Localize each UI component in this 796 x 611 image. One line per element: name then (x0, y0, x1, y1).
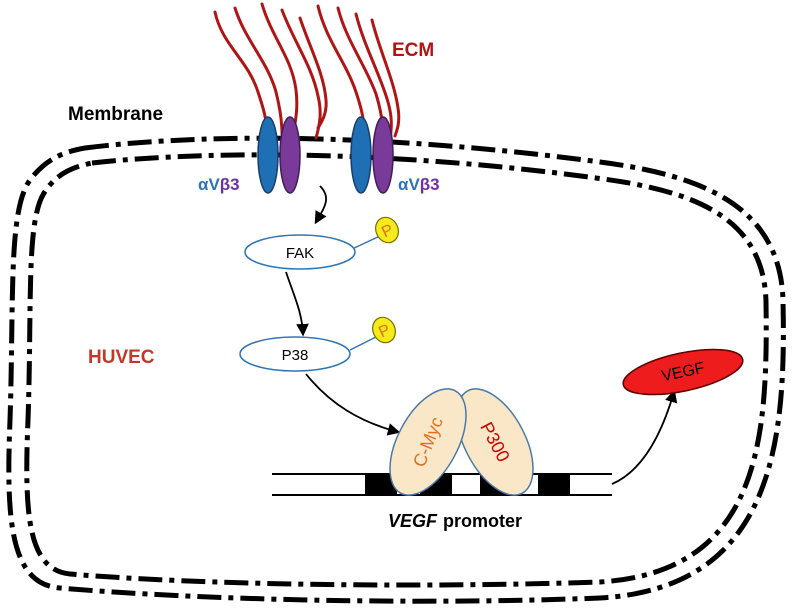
ecm-fiber (354, 12, 393, 142)
integrin-alpha-subunit (350, 116, 372, 194)
arrow-integrin-to-fak (314, 185, 328, 225)
dna-binding-block (365, 474, 397, 495)
integrin-beta-subunit (279, 116, 301, 194)
integrin-alpha-text: αV (398, 175, 420, 194)
fak-phospho-badge (375, 216, 399, 244)
ecm-fiber (298, 16, 328, 130)
p38-label: P38 (282, 347, 309, 364)
ecm-fiber (213, 10, 269, 132)
fak-label: FAK (286, 245, 314, 262)
membrane-label: Membrane (68, 104, 163, 125)
p300-ellipse (456, 388, 534, 496)
integrin-beta-text: β3 (220, 175, 240, 194)
ecm-label: ECM (392, 40, 434, 61)
arrow-promoter-to-vegf (611, 389, 678, 485)
p38-phospho-badge (372, 316, 396, 344)
vegf-ellipse (622, 348, 744, 396)
integrin-label-left: αVβ3 (198, 175, 240, 194)
ecm-fibers (213, 2, 401, 142)
integrin-alpha-text: αV (198, 175, 220, 194)
membrane-outer-line (6, 135, 786, 604)
dna-binding-block (538, 474, 570, 495)
promoter-gene-name: VEGF (388, 511, 438, 531)
ecm-fiber (370, 18, 401, 138)
p38-ellipse (239, 336, 351, 372)
integrin-label-right: αVβ3 (398, 175, 440, 194)
arrow-fak-to-p38 (285, 271, 309, 337)
membrane-inner-line (24, 152, 769, 588)
integrin-alpha-subunit (257, 116, 279, 194)
vegf-promoter-dna (272, 473, 612, 496)
promoter-word: promoter (443, 511, 522, 531)
fak-ellipse (244, 234, 356, 270)
ecm-fiber (260, 2, 299, 132)
vegf-protein: VEGF (622, 348, 744, 396)
cell-membrane (6, 135, 786, 604)
integrin-left (257, 116, 301, 194)
cmyc-ellipse (389, 388, 467, 496)
cmyc-p300-complex: C-Myc P300 (389, 388, 534, 496)
fak-node: FAK P (244, 216, 399, 270)
phospho-link (349, 335, 379, 351)
phospho-link (349, 235, 381, 251)
p38-node: P38 P (239, 316, 396, 372)
integrin-beta-text: β3 (420, 175, 440, 194)
integrin-beta-subunit (372, 116, 394, 194)
integrin-right (350, 116, 394, 194)
huvec-label: HUVEC (88, 347, 155, 368)
arrow-p38-to-complex (305, 373, 401, 436)
ecm-fiber (233, 6, 284, 136)
